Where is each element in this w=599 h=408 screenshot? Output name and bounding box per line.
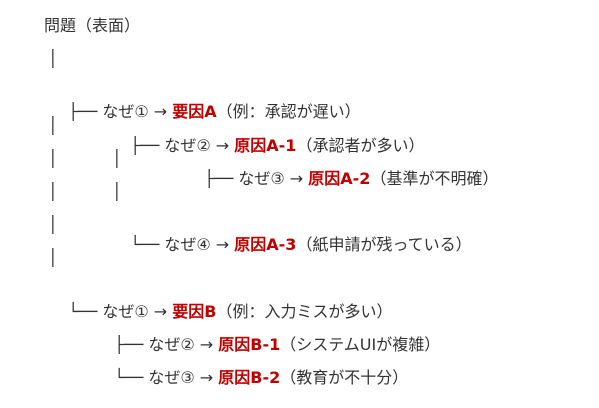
tree-connector: │: [48, 149, 58, 168]
node-detail: （例：承認が遅い）: [216, 102, 361, 121]
tree-connector: │: [48, 182, 58, 201]
node-cause: 原因A-1: [234, 136, 297, 155]
node-cause: 要因B: [172, 302, 217, 321]
tree-node-b2: └── なぜ③ → 原因B-2（教育が不十分）: [94, 348, 408, 387]
node-prefix: └── なぜ① →: [68, 302, 173, 321]
node-cause: 原因B-1: [218, 335, 281, 354]
node-cause: 原因A-3: [234, 235, 297, 254]
node-prefix: ├── なぜ② →: [114, 335, 219, 354]
node-prefix: ├── なぜ③ →: [204, 169, 309, 188]
tree-connector: │: [48, 215, 58, 234]
tree-node-b: └── なぜ① → 要因B（例：入力ミスが多い）: [48, 282, 392, 321]
tree-node-a3: └── なぜ④ → 原因A-3（紙申請が残っている）: [110, 215, 471, 254]
node-prefix: └── なぜ③ →: [114, 368, 219, 387]
node-detail: （システムUIが複雑）: [280, 335, 441, 354]
tree-node-b1: ├── なぜ② → 原因B-1（システムUIが複雑）: [94, 315, 440, 354]
node-prefix: ├── なぜ② →: [130, 136, 235, 155]
tree-connector: │: [48, 116, 58, 135]
node-detail: （例：入力ミスが多い）: [216, 302, 393, 321]
page-title: 問題（表面）: [44, 16, 141, 35]
tree-node-a2: ├── なぜ③ → 原因A-2（基準が不明確）: [184, 149, 498, 188]
tree-connector: │: [48, 248, 58, 267]
node-cause: 原因B-2: [218, 368, 281, 387]
node-detail: （基準が不明確）: [370, 169, 499, 188]
node-detail: （紙申請が残っている）: [296, 235, 472, 254]
node-cause: 原因A-2: [308, 169, 371, 188]
tree-connector: │: [112, 149, 122, 168]
node-prefix: ├── なぜ① →: [68, 102, 173, 121]
tree-connector: │: [112, 182, 122, 201]
tree-node-a: ├── なぜ① → 要因A（例：承認が遅い）: [48, 82, 360, 121]
node-detail: （教育が不十分）: [280, 368, 409, 387]
tree-connector: │: [48, 49, 58, 68]
tree-node-a1: ├── なぜ② → 原因A-1（承認者が多い）: [110, 116, 424, 155]
node-cause: 要因A: [172, 102, 217, 121]
node-detail: （承認者が多い）: [296, 136, 425, 155]
node-prefix: └── なぜ④ →: [130, 235, 235, 254]
